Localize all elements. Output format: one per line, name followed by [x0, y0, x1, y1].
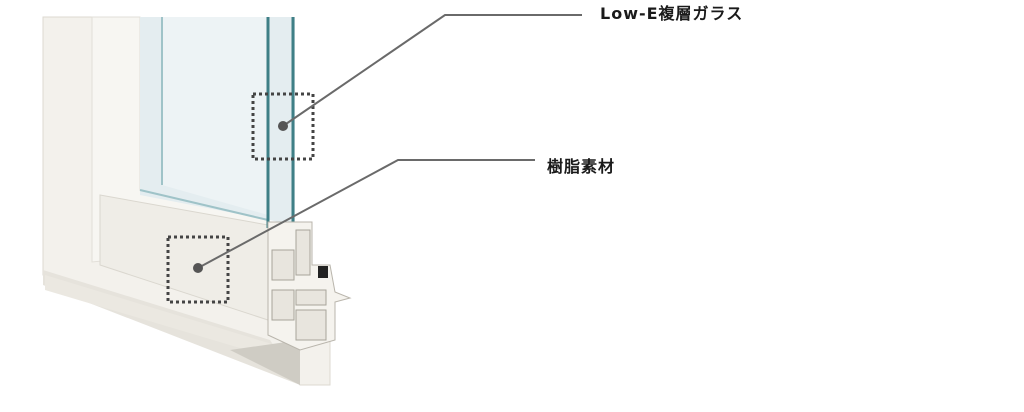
- gasket: [318, 266, 328, 278]
- glass-edge-bottom: [139, 189, 269, 221]
- frame-callout-box: [166, 235, 230, 304]
- profile-chambers: [271, 229, 327, 341]
- glass-callout-dot: [278, 121, 288, 131]
- glass-inner-pane: [162, 17, 268, 215]
- frame-material-label: 樹脂素材: [547, 157, 616, 176]
- frame-callout-dot: [193, 263, 203, 273]
- frame-leader-line: [197, 159, 535, 269]
- sill: [45, 275, 280, 360]
- glass-label: Low-E複層ガラス: [600, 4, 744, 23]
- glass-callout-box: [251, 92, 315, 161]
- glass-leader-line: [282, 14, 582, 127]
- sill-underside: [230, 340, 300, 385]
